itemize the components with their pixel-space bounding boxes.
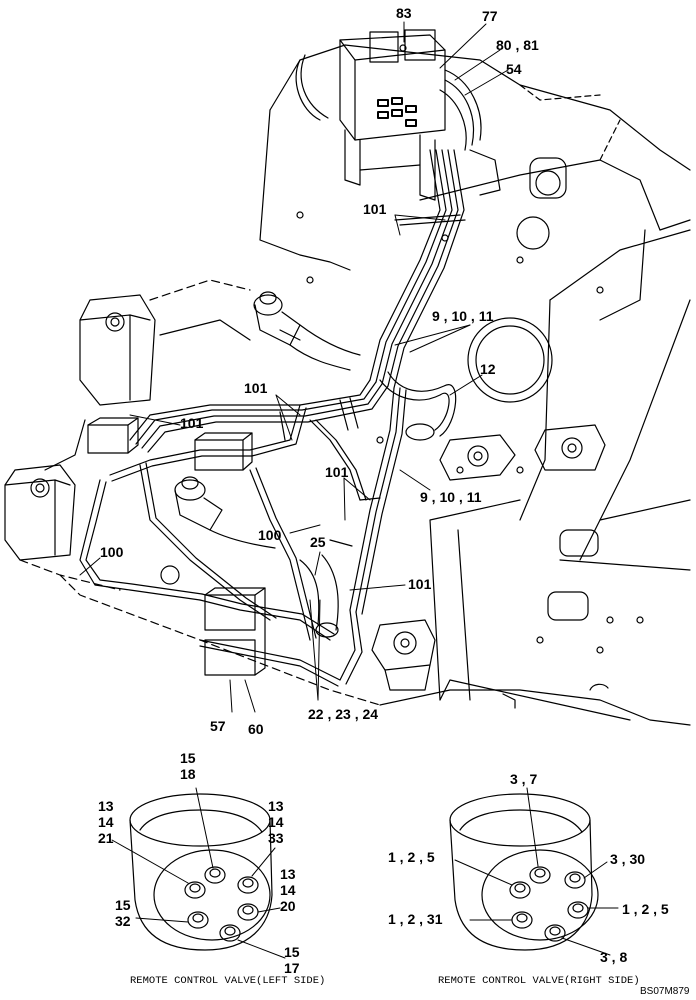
pilot-mount-left-upper [79,294,156,406]
callout-60: 60 [248,721,264,737]
callout-101-left: 101 [180,415,204,431]
callout-83: 83 [396,5,412,21]
pilot-mount-lower-right [371,619,436,691]
swivel-joint-upper [253,291,361,371]
label-line: 14 [98,814,114,830]
label-line: 14 [268,814,284,830]
callout-right-3-8: 3 , 8 [600,949,628,965]
left-valve-caption: REMOTE CONTROL VALVE(LEFT SIDE) [130,975,326,987]
callout-right-1-2-5-right: 1 , 2 , 5 [622,901,669,917]
callout-9-10-11-top: 9 , 10 , 11 [432,308,494,324]
document-id: BS07M879 [640,986,690,997]
pilot-mount-right [439,424,606,481]
label-line: 15 [115,897,131,913]
callout-77: 77 [482,8,498,24]
junction-block-left [87,417,139,454]
callout-left-13-14-21: 13 14 21 [98,798,114,846]
return-hose-12 [379,371,457,441]
label-line: 33 [268,830,284,846]
label-line: 17 [284,960,300,976]
remote-control-valve-left [111,787,286,959]
callout-12: 12 [480,361,496,377]
callout-right-1-2-5-left: 1 , 2 , 5 [388,849,435,865]
callout-right-3-30: 3 , 30 [610,851,646,867]
callout-left-15-32: 15 32 [115,897,131,929]
callout-left-15-18: 15 18 [180,750,196,782]
callout-left-13-14-20: 13 14 20 [280,866,296,914]
callout-22-23-24: 22 , 23 , 24 [308,706,379,722]
hose-bundle-main [79,149,466,687]
label-line: 18 [180,766,196,782]
label-line: 21 [98,830,114,846]
return-hose-25 [299,554,339,638]
label-line: 13 [268,798,284,814]
callout-25: 25 [310,534,326,550]
callout-100-left: 100 [100,544,124,560]
callout-101-mid: 101 [244,380,268,396]
label-line: 15 [180,750,196,766]
junction-block-lower [204,587,266,676]
callout-right-3-7: 3 , 7 [510,771,538,787]
callout-101-center: 101 [325,464,349,480]
swivel-joint-lower [174,476,276,549]
junction-block-center [194,432,253,471]
leader-lines [79,21,509,713]
control-valve-block [295,29,501,201]
right-valve-ports [509,866,589,942]
label-line: 32 [115,913,131,929]
pilot-mount-left-lower [4,464,76,561]
label-line: 15 [284,944,300,960]
callout-101-top: 101 [363,201,387,217]
upper-frame-plate [19,44,691,726]
callout-101-lower: 101 [408,576,432,592]
label-line: 14 [280,882,296,898]
callout-80-81: 80 , 81 [496,37,539,53]
callout-57: 57 [210,718,226,734]
label-line: 13 [98,798,114,814]
callout-9-10-11-mid: 9 , 10 , 11 [420,489,482,505]
label-line: 20 [280,898,296,914]
callout-100-mid: 100 [258,527,282,543]
label-line: 13 [280,866,296,882]
callout-left-13-14-33: 13 14 33 [268,798,284,846]
callout-54: 54 [506,61,522,77]
callout-left-15-17: 15 17 [284,944,300,976]
callout-right-1-2-31: 1 , 2 , 31 [388,911,443,927]
remote-control-valve-right [449,787,619,956]
right-valve-caption: REMOTE CONTROL VALVE(RIGHT SIDE) [438,975,640,987]
left-valve-ports [184,866,259,942]
